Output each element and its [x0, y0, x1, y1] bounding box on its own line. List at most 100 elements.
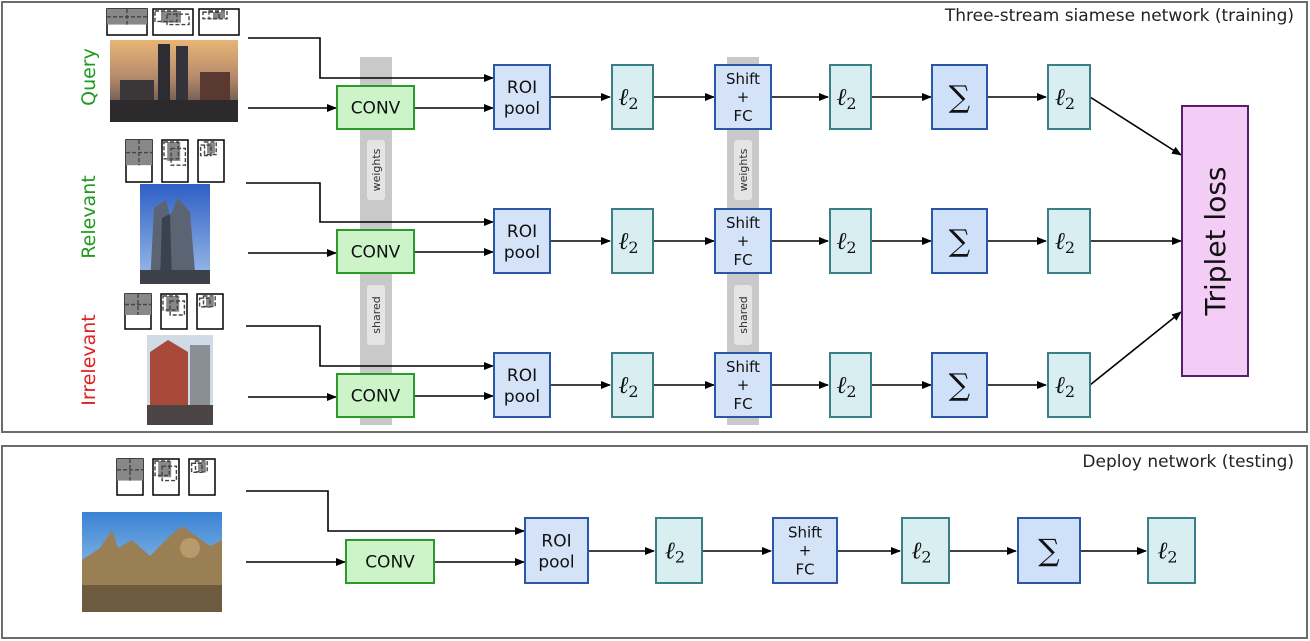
region-thumbnail [198, 8, 240, 36]
l2-norm-label: ℓ2 [618, 227, 638, 257]
svg-text:shared: shared [370, 296, 383, 333]
roi-label: ROI [507, 366, 537, 386]
region-thumbnail [196, 293, 224, 330]
roi-label: ROI [541, 532, 571, 552]
shift-label: Shift [726, 358, 760, 376]
fc-label: FC [733, 107, 752, 125]
l2-norm-label: ℓ2 [618, 371, 638, 401]
l2-norm-block: ℓ2 [611, 208, 654, 274]
l2-norm-block: ℓ2 [829, 64, 872, 130]
l2-norm-label: ℓ2 [836, 227, 856, 257]
plus-label: + [737, 376, 750, 394]
sum-pooling-block: ∑ [1017, 517, 1081, 584]
svg-text:shared: shared [737, 296, 750, 333]
sum-pooling-block: ∑ [931, 64, 988, 130]
triplet-loss-label: Triplet loss [1199, 166, 1232, 316]
shift-label: Shift [726, 70, 760, 88]
fc-band-weights-tag: weights [734, 140, 752, 200]
sum-pooling-block: ∑ [931, 208, 988, 274]
roi-label: ROI [507, 222, 537, 242]
shift-label: Shift [726, 214, 760, 232]
l2-norm-label: ℓ2 [836, 83, 856, 113]
region-thumbnail [152, 8, 194, 36]
university-skyline-photo [82, 512, 222, 612]
shift-fc-block: Shift+FC [714, 64, 772, 130]
shift-fc-block: Shift+FC [714, 352, 772, 418]
l2-norm-label: ℓ2 [836, 371, 856, 401]
conv-block: CONV [336, 373, 415, 418]
l2-norm-block: ℓ2 [1047, 64, 1091, 130]
conv-block: CONV [336, 85, 415, 130]
l2-norm-block: ℓ2 [655, 517, 703, 584]
shift-fc-block: Shift+FC [772, 517, 838, 584]
conv-block: CONV [336, 229, 415, 274]
conv-label: CONV [351, 243, 401, 263]
conv-label: CONV [365, 553, 415, 573]
l2-norm-block: ℓ2 [829, 352, 872, 418]
pool-label: pool [538, 553, 574, 573]
testing-panel-title: Deploy network (testing) [1082, 452, 1294, 472]
sum-label: ∑ [949, 224, 971, 259]
triplet-loss-block: Triplet loss [1181, 105, 1249, 377]
fc-band-shared-tag: shared [734, 285, 752, 345]
pool-label: pool [504, 387, 540, 407]
l2-norm-block: ℓ2 [1147, 517, 1196, 584]
region-thumbnail [125, 139, 153, 183]
query-stream-label: Query [78, 48, 100, 106]
region-thumbnail [188, 458, 216, 496]
region-thumbnail [116, 458, 144, 496]
l2-norm-label: ℓ2 [1055, 227, 1075, 257]
plus-label: + [737, 232, 750, 250]
twin-towers-blue-sky-photo [140, 184, 210, 284]
conv-band-shared-tag: shared [367, 285, 385, 345]
sum-label: ∑ [1038, 534, 1060, 569]
region-thumbnail [160, 293, 188, 330]
conv-band-weights-tag: weights [367, 140, 385, 200]
region-thumbnail [197, 139, 225, 183]
l2-norm-block: ℓ2 [611, 64, 654, 130]
conv-label: CONV [351, 387, 401, 407]
sum-pooling-block: ∑ [931, 352, 988, 418]
l2-norm-label: ℓ2 [1157, 537, 1177, 567]
plus-label: + [737, 88, 750, 106]
shift-fc-block: Shift+FC [714, 208, 772, 274]
l2-norm-label: ℓ2 [1055, 371, 1075, 401]
l2-norm-label: ℓ2 [1055, 83, 1075, 113]
city-towers-sunset-photo [110, 40, 238, 122]
svg-text:weights: weights [370, 148, 383, 191]
l2-norm-block: ℓ2 [1047, 208, 1091, 274]
l2-norm-label: ℓ2 [911, 537, 931, 567]
shift-label: Shift [788, 524, 822, 542]
fc-label: FC [733, 395, 752, 413]
l2-norm-label: ℓ2 [665, 537, 685, 567]
sum-label: ∑ [949, 368, 971, 403]
plus-label: + [799, 542, 812, 560]
pool-label: pool [504, 243, 540, 263]
conv-label: CONV [351, 99, 401, 119]
connection-wires [246, 37, 1182, 566]
l2-norm-block: ℓ2 [1047, 352, 1091, 418]
region-thumbnail [161, 139, 189, 183]
red-brick-building-photo [147, 335, 213, 425]
l2-norm-label: ℓ2 [618, 83, 638, 113]
irrelevant-stream-label: Irrelevant [78, 314, 100, 406]
l2-norm-block: ℓ2 [829, 208, 872, 274]
region-thumbnail [106, 8, 148, 36]
conv-block: CONV [345, 539, 435, 584]
training-panel-title: Three-stream siamese network (training) [944, 6, 1294, 26]
sum-label: ∑ [949, 80, 971, 115]
l2-norm-block: ℓ2 [901, 517, 950, 584]
pool-label: pool [504, 99, 540, 119]
region-thumbnail [152, 458, 180, 496]
fc-label: FC [733, 251, 752, 269]
svg-text:weights: weights [737, 148, 750, 191]
l2-norm-block: ℓ2 [611, 352, 654, 418]
region-thumbnail [124, 293, 152, 330]
relevant-stream-label: Relevant [78, 175, 100, 258]
fc-label: FC [795, 561, 814, 579]
